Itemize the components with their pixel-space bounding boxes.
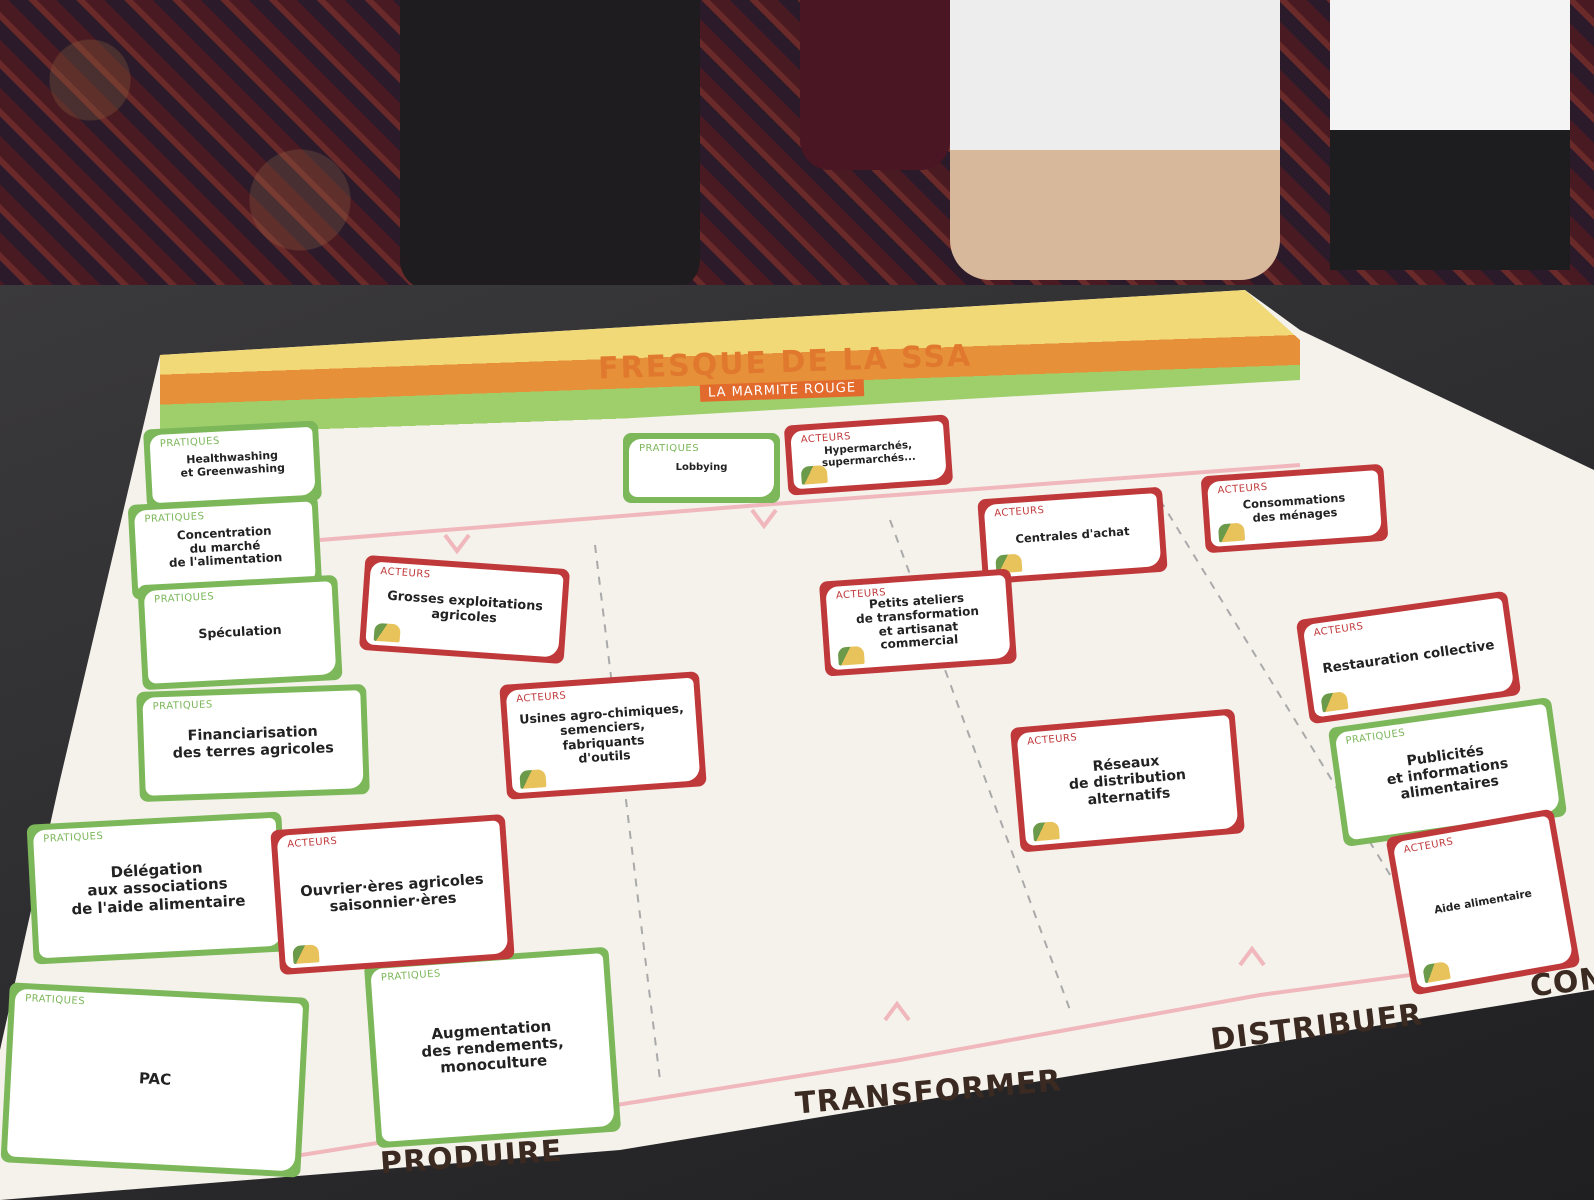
card-pratiques[interactable]: PRATIQUES Lobbying	[623, 433, 780, 503]
card-text: Réseaux de distribution alternatifs	[1068, 753, 1187, 809]
crouching-figure-icon	[800, 464, 828, 485]
card-acteurs[interactable]: ACTEURS Grosses exploitations agricoles	[358, 554, 571, 665]
card-pratiques[interactable]: PRATIQUES Spéculation	[137, 574, 343, 691]
card-text: Aide alimentaire	[1433, 886, 1533, 917]
arrow-icon	[883, 1000, 911, 1022]
crouching-figure-icon	[837, 645, 865, 666]
crouching-figure-icon	[1032, 821, 1060, 842]
card-pratiques[interactable]: PRATIQUES Financiarisation des terres agr…	[136, 684, 370, 802]
crouching-figure-icon	[1422, 961, 1451, 984]
card-text: Augmentation des rendements, monoculture	[420, 1016, 565, 1077]
crouching-figure-icon	[292, 944, 320, 965]
card-category: ACTEURS	[380, 566, 431, 581]
card-face: PRATIQUES Spéculation	[143, 581, 337, 684]
bag	[800, 0, 950, 170]
card-text: Ouvrier·ères agricoles saisonnier·ères	[299, 870, 485, 915]
card-text: PAC	[138, 1069, 172, 1090]
card-face: ACTEURS Centrales d'achat	[983, 493, 1162, 578]
card-face: ACTEURS Ouvrier·ères agricoles saisonnier…	[276, 820, 509, 969]
card-category: ACTEURS	[1217, 481, 1269, 497]
card-category: PRATIQUES	[24, 993, 86, 1008]
person-holding-cards	[400, 0, 700, 290]
card-category: PRATIQUES	[152, 699, 213, 713]
card-text: Spéculation	[198, 622, 282, 642]
card-text: Concentration du marché de l'alimentatio…	[168, 523, 283, 571]
card-pratiques[interactable]: PRATIQUES Augmentation des rendements, mo…	[363, 946, 622, 1149]
card-category: ACTEURS	[993, 504, 1045, 520]
card-category: PRATIQUES	[153, 591, 215, 606]
crouching-figure-icon	[519, 769, 547, 789]
card-text: Publicités et informations alimentaires	[1385, 742, 1510, 803]
card-text: Délégation aux associations de l'aide al…	[70, 858, 246, 919]
card-category: PRATIQUES	[144, 511, 205, 526]
arrow-icon	[750, 508, 778, 530]
crouching-figure-icon	[1217, 522, 1246, 543]
card-acteurs[interactable]: ACTEURS Ouvrier·ères agricoles saisonnier…	[270, 813, 515, 976]
arrow-icon	[443, 533, 471, 555]
card-text: Hypermarchés, supermarchés...	[821, 439, 917, 470]
card-face: PRATIQUES Délégation aux associations de …	[32, 817, 283, 959]
card-face: PRATIQUES Augmentation des rendements, mo…	[370, 953, 615, 1142]
card-pratiques[interactable]: PRATIQUES Délégation aux associations de …	[26, 811, 289, 965]
divider-line	[1159, 499, 1431, 941]
card-category: ACTEURS	[1312, 621, 1365, 639]
crouching-figure-icon	[1320, 691, 1349, 713]
card-category: ACTEURS	[1026, 732, 1078, 748]
card-text: Restauration collective	[1321, 637, 1496, 677]
card-text: Usines agro-chimiques, semenciers, fabri…	[518, 700, 685, 766]
card-category: PRATIQUES	[159, 435, 221, 450]
card-face: PRATIQUES PAC	[6, 988, 304, 1172]
card-text: Financiarisation des terres agricoles	[172, 724, 335, 762]
card-text: Lobbying	[675, 462, 728, 474]
card-face: PRATIQUES Lobbying	[629, 439, 774, 497]
card-text: Petits ateliers de transformation et art…	[855, 590, 980, 652]
card-category: PRATIQUES	[639, 443, 700, 454]
card-face: ACTEURS Grosses exploitations agricoles	[365, 561, 564, 658]
person-taking-notes	[950, 0, 1280, 280]
card-text: Centrales d'achat	[1015, 523, 1130, 546]
person-seated	[1330, 0, 1570, 270]
card-acteurs[interactable]: ACTEURS Réseaux de distribution alternati…	[1009, 708, 1246, 853]
card-category: PRATIQUES	[1344, 727, 1406, 747]
card-category: ACTEURS	[1402, 836, 1455, 856]
top-flow-line	[319, 463, 1301, 542]
card-face: ACTEURS Aide alimentaire	[1392, 815, 1574, 989]
card-category: ACTEURS	[515, 690, 567, 705]
divider-line	[594, 544, 661, 1081]
card-category: PRATIQUES	[380, 968, 442, 984]
arrow-icon	[1238, 945, 1266, 967]
card-text: Healthwashing et Greenwashing	[180, 449, 286, 480]
card-category: PRATIQUES	[43, 830, 104, 845]
card-category: ACTEURS	[286, 835, 338, 851]
card-text: Consommations des ménages	[1242, 490, 1346, 525]
card-pratiques[interactable]: PRATIQUES PAC	[0, 982, 310, 1178]
crouching-figure-icon	[373, 622, 401, 643]
card-face: PRATIQUES Financiarisation des terres agr…	[142, 690, 364, 796]
card-text: Grosses exploitations agricoles	[386, 588, 544, 626]
patterned-couch	[0, 0, 1594, 300]
card-face: ACTEURS Réseaux de distribution alternati…	[1016, 714, 1239, 847]
